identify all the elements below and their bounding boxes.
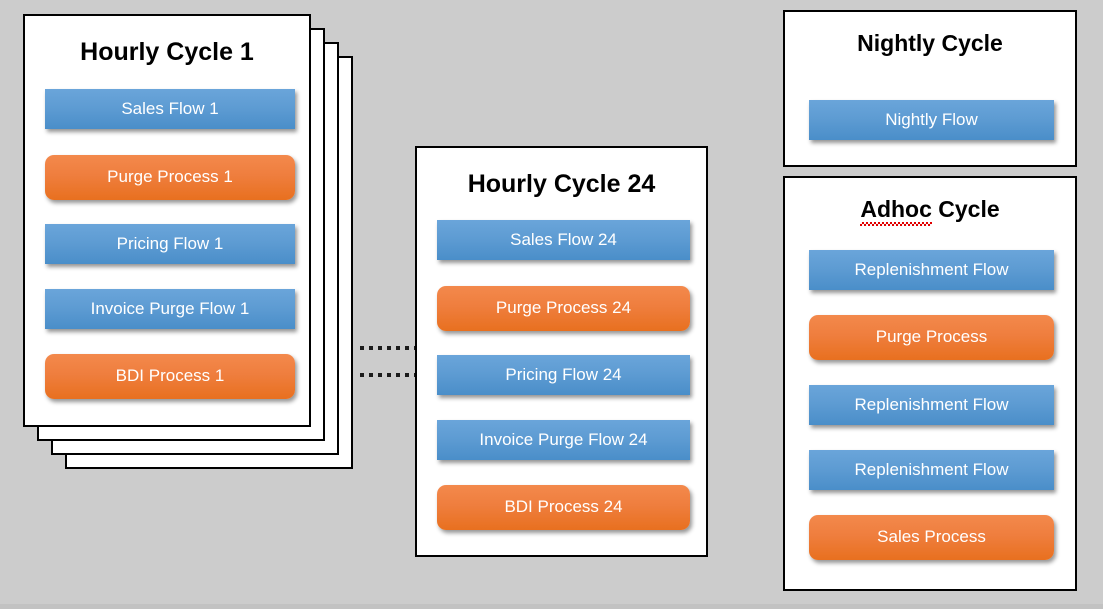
- flow-item-invoice-purge-flow-1[interactable]: Invoice Purge Flow 1: [45, 289, 295, 329]
- flow-item-purge-process-1[interactable]: Purge Process 1: [45, 155, 295, 200]
- flow-item-pricing-flow-1[interactable]: Pricing Flow 1: [45, 224, 295, 264]
- flow-item-sales-flow-24[interactable]: Sales Flow 24: [437, 220, 690, 260]
- card-title-adhoc-cycle: Adhoc Cycle: [785, 196, 1075, 226]
- card-nightly-cycle[interactable]: Nightly Cycle Nightly Flow: [783, 10, 1077, 167]
- flow-item-pricing-flow-24[interactable]: Pricing Flow 24: [437, 355, 690, 395]
- flow-item-bdi-process-1[interactable]: BDI Process 1: [45, 354, 295, 399]
- slide-bottom-edge: [0, 604, 1103, 609]
- flow-item-sales-flow-1[interactable]: Sales Flow 1: [45, 89, 295, 129]
- adhoc-title-rest: Cycle: [931, 196, 1000, 222]
- card-hourly-cycle-24[interactable]: Hourly Cycle 24 Sales Flow 24 Purge Proc…: [415, 146, 708, 557]
- flow-item-replenishment-flow-2[interactable]: Replenishment Flow: [809, 385, 1054, 425]
- card-hourly-cycle-1[interactable]: Hourly Cycle 1 Sales Flow 1 Purge Proces…: [23, 14, 311, 427]
- adhoc-misspelled-word: Adhoc: [860, 196, 932, 226]
- flow-item-purge-process-24[interactable]: Purge Process 24: [437, 286, 690, 331]
- flow-item-sales-process[interactable]: Sales Process: [809, 515, 1054, 560]
- flow-item-invoice-purge-flow-24[interactable]: Invoice Purge Flow 24: [437, 420, 690, 460]
- flow-item-purge-process[interactable]: Purge Process: [809, 315, 1054, 360]
- card-title-hourly-cycle-24: Hourly Cycle 24: [467, 170, 656, 198]
- card-title-hourly-cycle-1: Hourly Cycle 1: [80, 38, 254, 66]
- connector-dotted-lower: [360, 373, 416, 377]
- flow-item-replenishment-flow-1[interactable]: Replenishment Flow: [809, 250, 1054, 290]
- connector-dotted-upper: [360, 346, 416, 350]
- card-title-nightly-cycle: Nightly Cycle: [857, 30, 1003, 56]
- flow-item-bdi-process-24[interactable]: BDI Process 24: [437, 485, 690, 530]
- card-adhoc-cycle[interactable]: Adhoc Cycle Replenishment Flow Purge Pro…: [783, 176, 1077, 591]
- flow-item-nightly-flow[interactable]: Nightly Flow: [809, 100, 1054, 140]
- flow-item-replenishment-flow-3[interactable]: Replenishment Flow: [809, 450, 1054, 490]
